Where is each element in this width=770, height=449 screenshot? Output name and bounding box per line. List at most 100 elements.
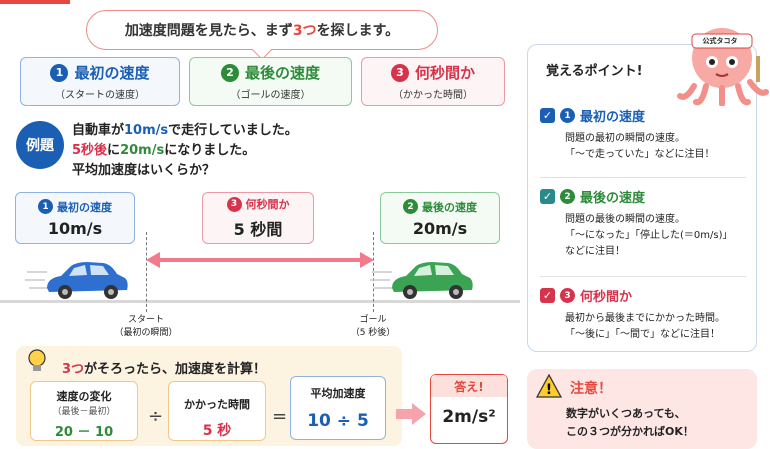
warning-line: この３つが分かればOK！ xyxy=(566,425,694,438)
elapsed-time-box: かかった時間 5 秒 xyxy=(168,381,266,441)
card-title: 何秒間か xyxy=(414,64,475,82)
divide-sign: ÷ xyxy=(148,406,164,427)
text: 自動車が xyxy=(72,123,125,138)
checkbox-checked-icon: ✓ xyxy=(540,189,555,204)
example-badge: 例題 xyxy=(16,121,64,169)
label-title: 最初の速度 xyxy=(57,200,112,214)
top-accent-bar xyxy=(0,0,70,4)
card-subtitle: （かかった時間） xyxy=(393,90,473,101)
number-3-icon: 3 xyxy=(390,63,409,82)
example-line-3: 平均加速度はいくらか？ xyxy=(72,163,216,178)
box-value: 5 秒 xyxy=(202,423,232,439)
divider xyxy=(540,276,746,277)
caption-line: （最初の瞬間） xyxy=(114,328,178,338)
final-speed-label: 2 最後の速度 20m/s xyxy=(380,192,500,244)
lightbulb-icon xyxy=(28,349,46,371)
point-title: 何秒間か xyxy=(580,290,633,305)
checkbox-checked-icon: ✓ xyxy=(540,108,555,123)
card-subtitle: （ゴールの速度） xyxy=(230,90,311,101)
divider xyxy=(540,177,746,178)
final-speed-value: 20m/s xyxy=(412,218,468,238)
card-initial-velocity: 1 最初の速度 （スタートの速度） xyxy=(20,57,180,106)
checkbox-checked-icon: ✓ xyxy=(540,288,555,303)
calculation-heading: 3つがそろったら、加速度を計算！ xyxy=(62,358,266,377)
road-line xyxy=(0,300,520,303)
warning-text: 数字がいくつあっても、 この３つが分かればOK！ xyxy=(566,405,694,441)
initial-speed-value: 10m/s xyxy=(124,123,169,138)
point-desc: 「〜後に」「〜間で」などに注目！ xyxy=(565,329,720,340)
number-2-icon: 2 xyxy=(560,189,575,204)
text: になりました。 xyxy=(164,143,256,158)
average-acceleration-box: 平均加速度 10 ÷ 5 xyxy=(290,376,386,440)
caption-line: ゴール xyxy=(359,315,387,325)
goal-caption: ゴール （5 秒後） xyxy=(323,314,423,340)
number-2-icon: 2 xyxy=(220,63,239,82)
point-item-time: ✓ 3 何秒間か 最初から最後までにかかった時間。「〜後に」「〜間で」などに注目！ xyxy=(540,286,750,343)
point-desc: 問題の最後の瞬間の速度。 xyxy=(565,214,685,225)
right-arrow-icon xyxy=(396,403,426,425)
box-value: 20 － 10 xyxy=(54,425,114,440)
start-caption: スタート （最初の瞬間） xyxy=(96,314,196,340)
point-item-initial: ✓ 1 最初の速度 問題の最初の瞬間の速度。「〜で走っていた」などに注目！ xyxy=(540,106,750,163)
box-title: 速度の変化 xyxy=(56,390,112,403)
start-speed-value: 10m/s xyxy=(47,218,103,238)
card-final-velocity: 2 最後の速度 （ゴールの速度） xyxy=(189,57,352,106)
box-subtitle: （最後－最初） xyxy=(52,407,116,417)
key-points-title: 覚えるポイント! xyxy=(546,64,643,79)
bubble-text-pre: 加速度問題を見たら、まず xyxy=(124,23,293,39)
warning-triangle-icon: ! xyxy=(536,374,562,398)
start-marker-line xyxy=(146,232,147,312)
point-desc: などに注目！ xyxy=(565,246,625,257)
text: がそろったら、加速度を計算！ xyxy=(84,362,267,377)
point-desc: 最初から最後までにかかった時間。 xyxy=(565,313,725,324)
svg-text:!: ! xyxy=(546,382,552,398)
point-item-final: ✓ 2 最後の速度 問題の最後の瞬間の速度。「〜になった」「停止した(＝0m/s)」… xyxy=(540,187,750,260)
point-title: 最後の速度 xyxy=(580,191,646,206)
card-elapsed-time: 3 何秒間か （かかった時間） xyxy=(361,57,505,106)
answer-box: 答え! 2m/s² xyxy=(430,374,508,444)
mascot-headband-text: 公式タコタ xyxy=(702,37,738,45)
velocity-change-box: 速度の変化 （最後－最初） 20 － 10 xyxy=(30,381,138,441)
number-1-icon: 1 xyxy=(50,63,69,82)
box-title: かかった時間 xyxy=(184,398,250,411)
equals-sign: = xyxy=(272,406,288,427)
example-line-1: 自動車が10m/sで走行していました。 xyxy=(72,121,298,141)
text: に xyxy=(107,143,121,158)
point-desc: 「〜で走っていた」などに注目！ xyxy=(565,149,715,160)
text: 3つ xyxy=(62,362,85,377)
label-title: 何秒間か xyxy=(245,198,290,211)
blue-car-icon xyxy=(25,262,128,299)
point-desc: 「〜になった」「停止した(＝0m/s)」 xyxy=(565,230,733,241)
example-line-2: 5秒後に20m/sになりました。 xyxy=(72,141,298,161)
warning-line: 数字がいくつあっても、 xyxy=(566,407,686,420)
card-title: 最初の速度 xyxy=(74,64,150,82)
box-value: 10 ÷ 5 xyxy=(307,411,369,431)
bubble-text-post: を探します。 xyxy=(316,23,400,39)
bubble-text-highlight: 3つ xyxy=(292,23,317,39)
text: で走行していました。 xyxy=(168,123,298,138)
point-title: 最初の速度 xyxy=(580,110,646,125)
box-title: 平均加速度 xyxy=(310,387,366,400)
example-problem-text: 自動車が10m/sで走行していました。 5秒後に20m/sになりました。 平均加… xyxy=(72,121,298,181)
point-desc: 問題の最初の瞬間の速度。 xyxy=(565,133,685,144)
time-value: 5秒後 xyxy=(72,143,108,158)
number-3-icon: 3 xyxy=(226,196,242,212)
answer-heading: 答え! xyxy=(431,375,507,397)
number-3-icon: 3 xyxy=(560,288,575,303)
green-car-icon xyxy=(370,262,473,299)
warning-title: 注意！ xyxy=(570,381,612,397)
caption-line: （5 秒後） xyxy=(350,328,396,338)
duration-arrow-icon xyxy=(146,252,374,268)
answer-value: 2m/s² xyxy=(442,407,496,427)
final-speed-value: 20m/s xyxy=(120,143,165,158)
caption-line: スタート xyxy=(127,315,164,325)
label-title: 最後の速度 xyxy=(422,200,477,214)
number-1-icon: 1 xyxy=(560,108,575,123)
elapsed-time-value: 5 秒間 xyxy=(233,220,283,239)
card-title: 最後の速度 xyxy=(244,64,320,82)
number-2-icon: 2 xyxy=(403,199,418,214)
card-subtitle: （スタートの速度） xyxy=(55,90,145,101)
